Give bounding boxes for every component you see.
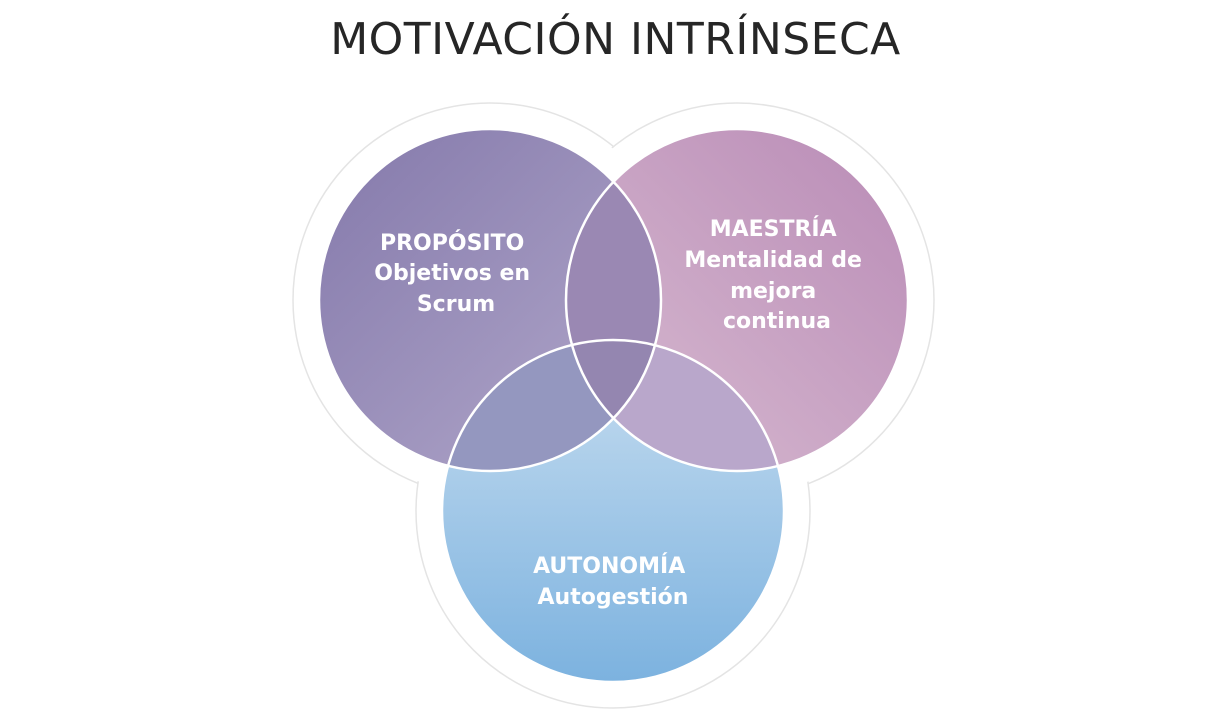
overlap-maestria-autonomia (566, 340, 784, 471)
label-autonomia-line: Autogestión (538, 585, 689, 610)
label-autonomia: AUTONOMÍA Autogestión (533, 553, 693, 610)
label-maestria-line: mejora (730, 279, 816, 304)
circle-outlines (317, 127, 910, 684)
label-proposito: PROPÓSITO Objetivos en Scrum (374, 230, 537, 317)
label-proposito-line: Scrum (417, 292, 495, 317)
label-maestria: MAESTRÍA Mentalidad de mejora continua (684, 216, 869, 334)
diagram-title: MOTIVACIÓN INTRÍNSECA (330, 14, 901, 65)
label-maestria-line: Mentalidad de (684, 248, 862, 273)
label-maestria-line: continua (723, 309, 831, 334)
label-proposito-line: PROPÓSITO (380, 230, 524, 256)
label-proposito-line: Objetivos en (374, 261, 530, 286)
label-autonomia-line: AUTONOMÍA (533, 553, 685, 579)
overlap-proposito-autonomia (442, 340, 661, 471)
label-maestria-line: MAESTRÍA (710, 216, 837, 242)
